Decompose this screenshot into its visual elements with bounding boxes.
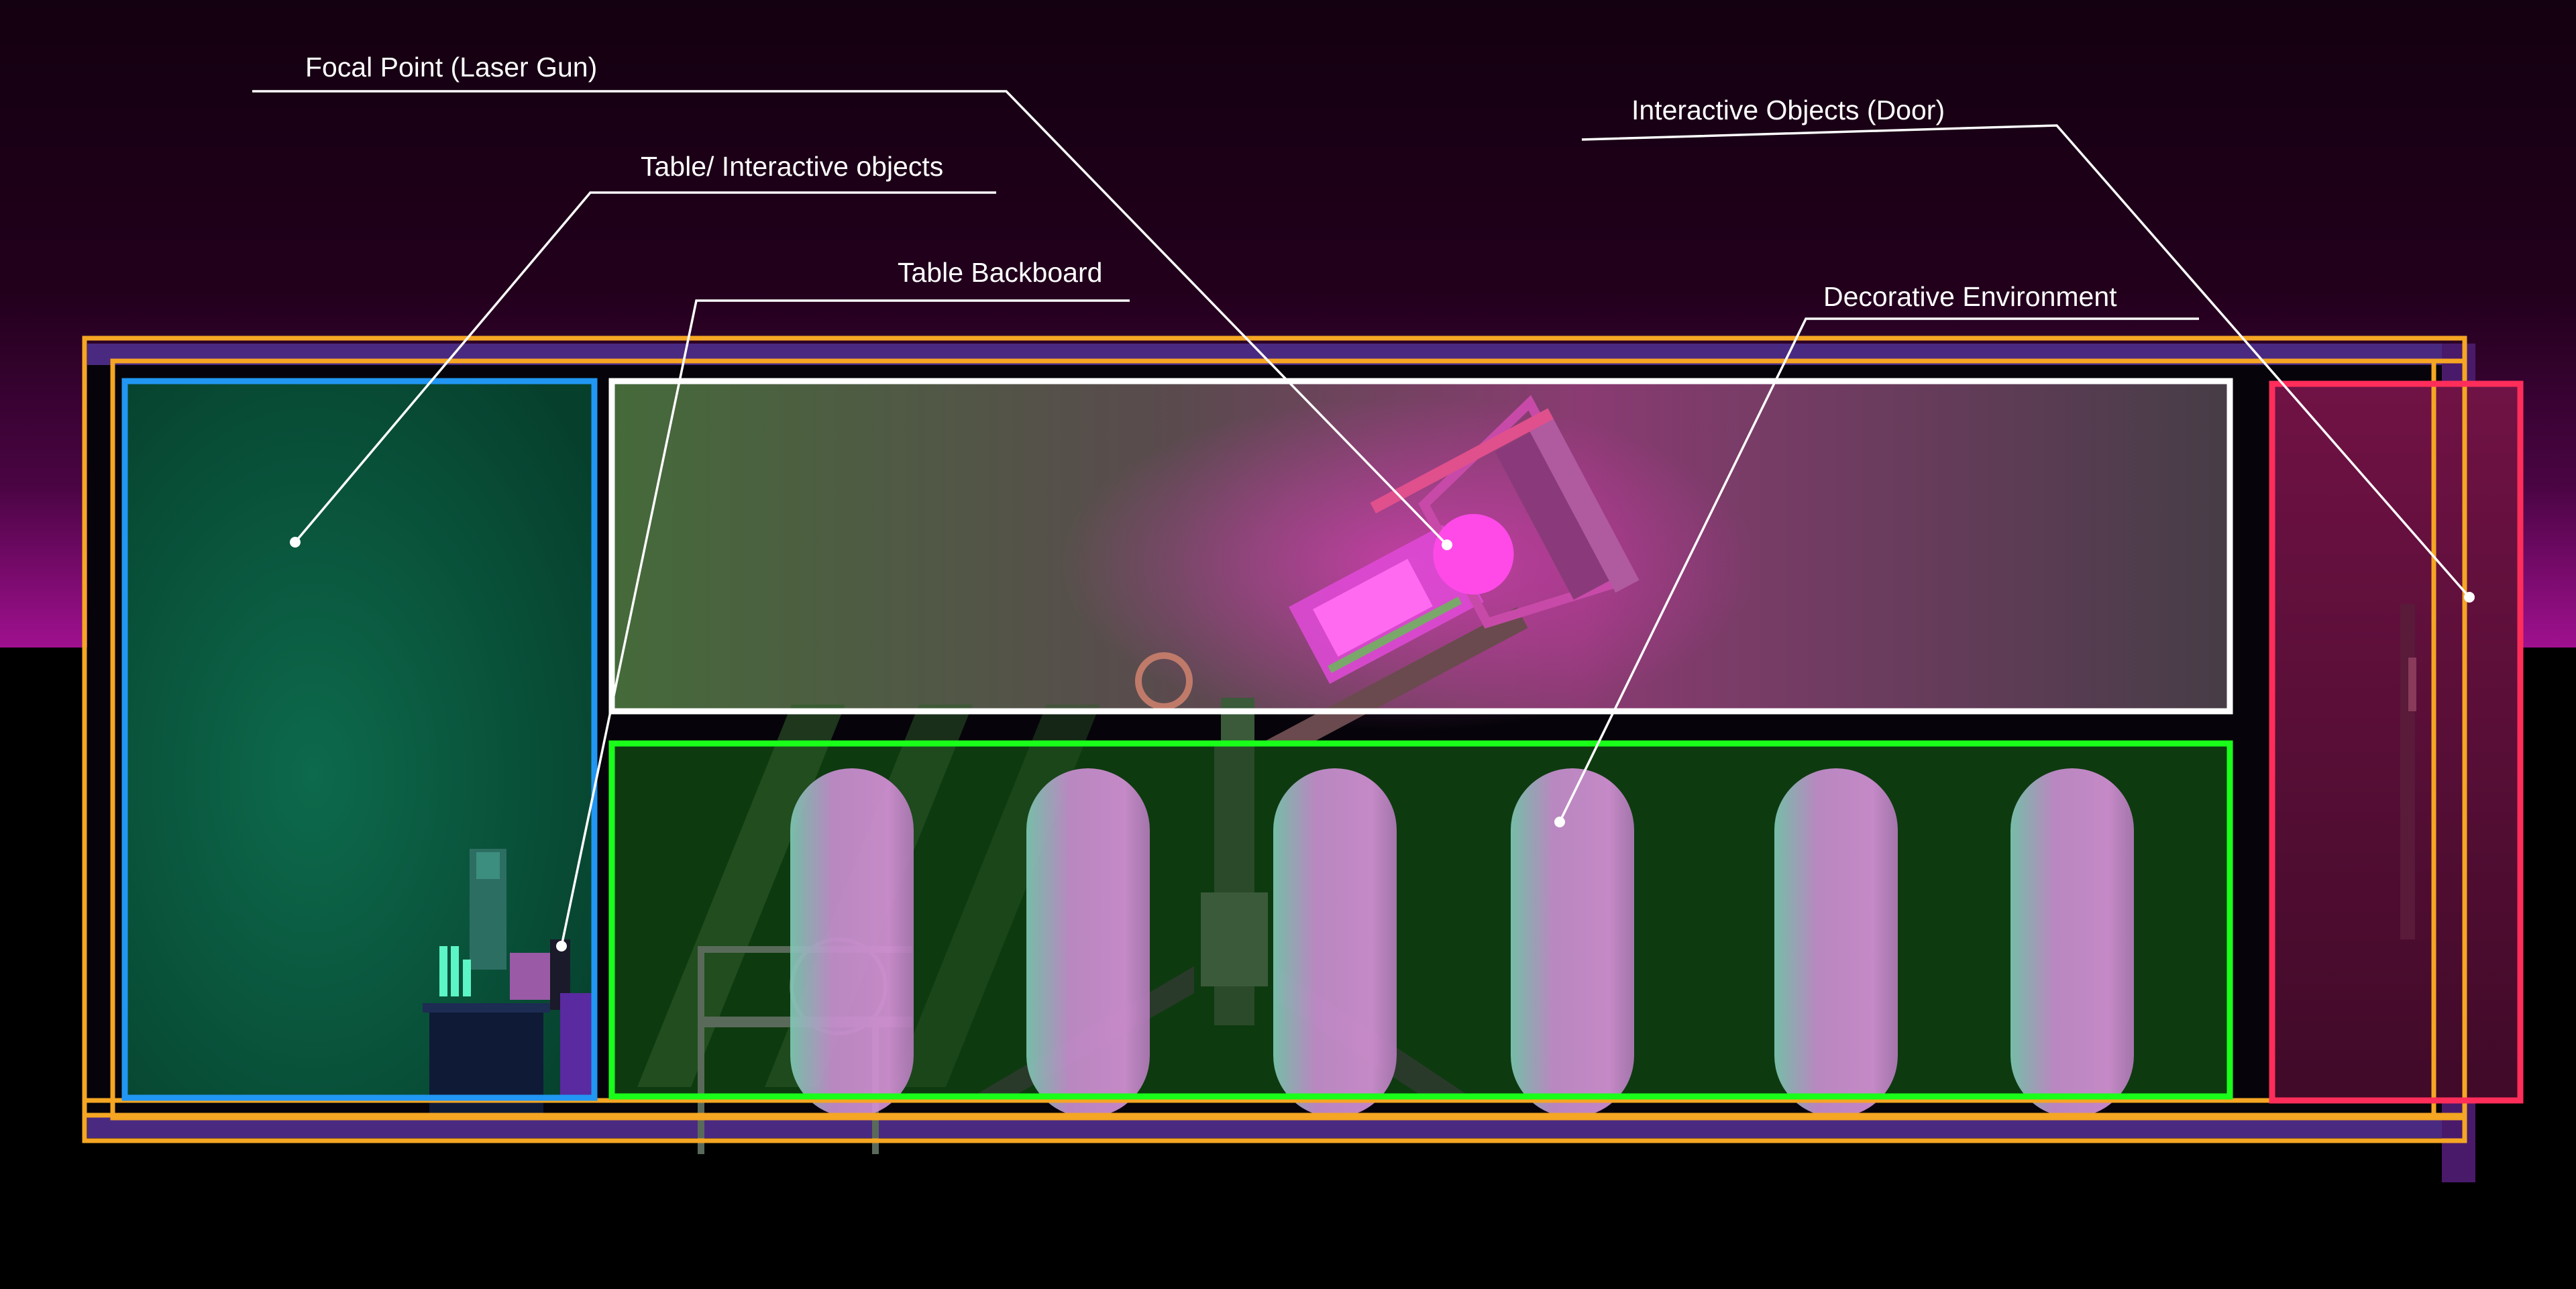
pod	[1774, 768, 1898, 1117]
pod	[1273, 768, 1397, 1117]
callout-table-interactive: Table/ Interactive objects	[290, 151, 996, 548]
callout-decorative-env: Decorative Environment	[1554, 281, 2199, 827]
leader-dot	[556, 941, 567, 951]
callout-label: Focal Point (Laser Gun)	[305, 52, 597, 83]
laser-gear	[1135, 652, 1193, 710]
callout-label: Decorative Environment	[1823, 281, 2117, 312]
pod	[790, 768, 914, 1117]
leader-dot	[2464, 592, 2475, 603]
leader-dot	[1442, 539, 1452, 550]
pod	[2010, 768, 2134, 1117]
leader-line	[294, 191, 996, 544]
callout-focal-point: Focal Point (Laser Gun)	[252, 52, 1452, 550]
leader-line	[252, 90, 1448, 546]
leader-dot	[1554, 817, 1565, 827]
focal-zone-outline	[608, 378, 2233, 715]
callout-interactive-door: Interactive Objects (Door)	[1581, 95, 2475, 603]
door-panel	[2400, 604, 2415, 939]
pod	[1026, 768, 1150, 1117]
laser-pedestal-base	[1201, 892, 1268, 986]
callout-table-backboard: Table Backboard	[556, 257, 1130, 951]
pod	[1511, 768, 1634, 1117]
table-zone-outline	[121, 378, 598, 1101]
laser-gun-mount	[1221, 698, 1254, 745]
door-zone-outline	[2269, 380, 2524, 1104]
callout-label: Table/ Interactive objects	[641, 151, 943, 182]
door-handle	[2408, 658, 2416, 711]
door-zone-fill	[2272, 384, 2520, 1100]
outer-bounds-frame-lower	[82, 1098, 2467, 1143]
decorative-zone-outline	[608, 740, 2233, 1100]
callout-label: Table Backboard	[898, 257, 1102, 288]
leader-dot	[290, 537, 301, 548]
door-zone	[2272, 384, 2520, 1100]
inner-bounds-frame	[110, 358, 2467, 1121]
decorative-zone	[612, 705, 2230, 1154]
leader-line	[1581, 124, 2471, 599]
table-zone	[125, 381, 597, 1114]
pods-group	[790, 768, 2134, 1117]
diagonal-shadow	[637, 705, 845, 1087]
focal-zone	[612, 381, 2230, 792]
callout-label: Interactive Objects (Door)	[1631, 95, 1945, 125]
leader-line	[1558, 317, 2199, 823]
leader-line	[560, 299, 1130, 947]
